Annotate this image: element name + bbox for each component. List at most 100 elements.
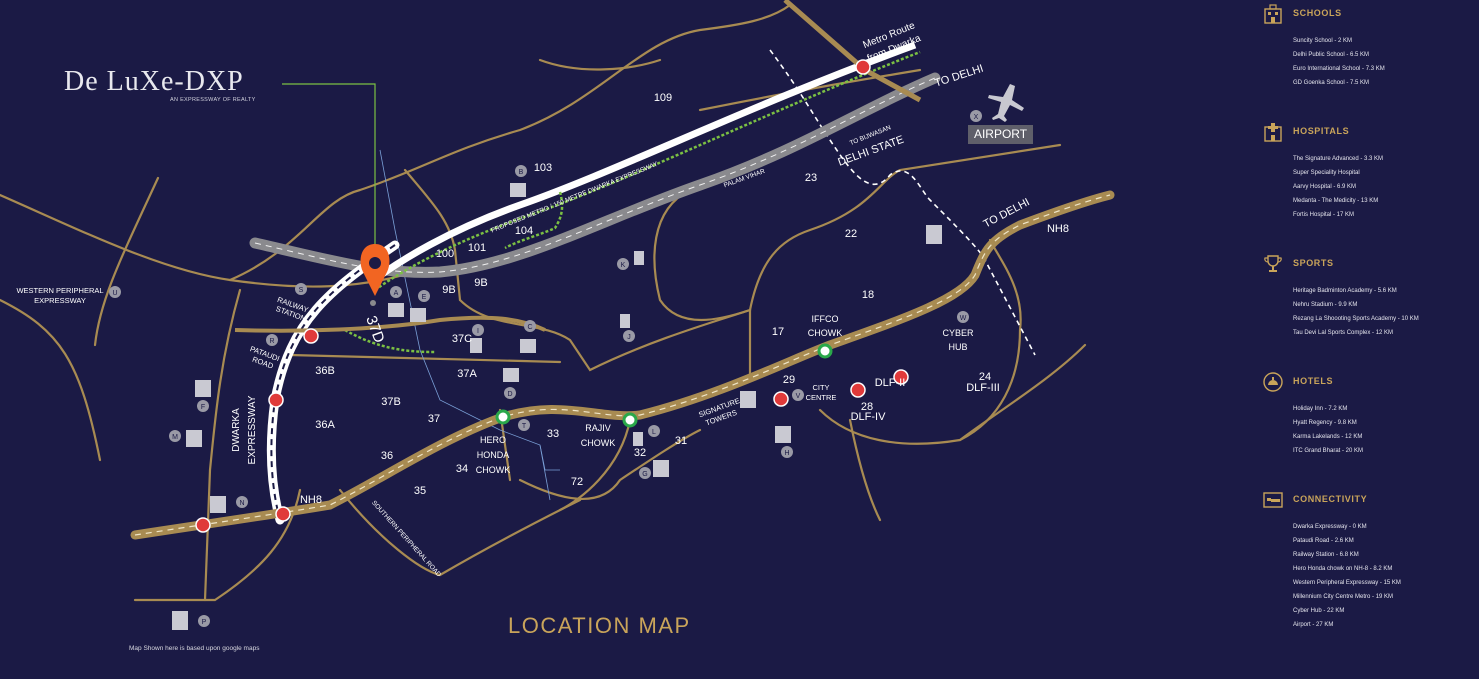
svg-text:F: F (201, 404, 205, 411)
svg-text:I: I (477, 328, 479, 335)
svg-text:29: 29 (783, 374, 795, 386)
legend-item: Suncity School - 2 KM (1293, 38, 1353, 44)
svg-text:DLF-IV: DLF-IV (851, 411, 887, 423)
svg-text:N: N (239, 500, 244, 507)
legend-item: Western Peripheral Expressway - 15 KM (1293, 580, 1401, 586)
legend-title-sports: SPORTS (1293, 258, 1334, 268)
svg-text:RAJIV: RAJIV (585, 423, 611, 433)
svg-text:IFFCO: IFFCO (812, 314, 839, 324)
school-building-icon (1264, 4, 1282, 24)
project-location-pin[interactable] (360, 244, 390, 306)
project-sector-label: 37D (362, 314, 387, 346)
place-labels: WESTERN PERIPHERAL EXPRESSWAY RAILWAY ST… (16, 20, 1069, 579)
svg-text:D: D (507, 391, 512, 398)
legend-title-schools: SCHOOLS (1293, 8, 1342, 18)
svg-text:22: 22 (845, 228, 857, 240)
legend-item: Medanta - The Medicity - 13 KM (1293, 198, 1379, 204)
legend-item: ITC Grand Bharat - 20 KM (1293, 448, 1364, 454)
svg-text:103: 103 (534, 162, 552, 174)
svg-text:M: M (172, 434, 178, 441)
legend-item: Aarvy Hospital - 6.9 KM (1293, 184, 1357, 190)
svg-text:R: R (269, 338, 274, 345)
svg-text:CENTRE: CENTRE (806, 393, 837, 402)
svg-text:36B: 36B (315, 365, 335, 377)
svg-text:DWARKA: DWARKA (231, 408, 242, 452)
legend-item: Euro International School - 7.3 KM (1293, 66, 1385, 72)
svg-text:HUB: HUB (948, 342, 967, 352)
pataudi-road (234, 315, 546, 333)
svg-text:CYBER: CYBER (942, 328, 974, 338)
svg-text:37A: 37A (457, 368, 477, 380)
airplane-icon (988, 84, 1024, 122)
legend-item: Rezang La Shoooting Sports Academy - 10 … (1293, 316, 1419, 322)
svg-text:NH8: NH8 (1047, 223, 1069, 235)
svg-text:U: U (112, 290, 117, 297)
delhi-state-border (769, 49, 1036, 356)
legend-title-hospitals: HOSPITALS (1293, 126, 1350, 136)
hospital-icon (1264, 123, 1282, 142)
legend-item: Pataudi Road - 2.6 KM (1293, 538, 1354, 544)
svg-text:36A: 36A (315, 419, 335, 431)
svg-text:18: 18 (862, 289, 874, 301)
svg-text:CITY: CITY (812, 383, 829, 392)
svg-text:HERO: HERO (480, 435, 506, 445)
legend-list-hotels: Holiday Inn - 7.2 KM Hyatt Regency - 9.8… (1293, 402, 1363, 458)
trophy-icon (1264, 255, 1282, 272)
svg-text:L: L (652, 429, 656, 436)
nh8-highway (130, 190, 1115, 540)
svg-text:EXPRESSWAY: EXPRESSWAY (34, 296, 86, 305)
svg-text:E: E (422, 294, 427, 301)
legend-item: Fortis Hospital - 17 KM (1293, 212, 1355, 218)
legend-item: Super Speciality Hospital (1293, 170, 1360, 176)
map-footnote: Map Shown here is based upon google maps (129, 645, 260, 652)
svg-text:101: 101 (468, 242, 486, 254)
airport-label: AIRPORT (968, 125, 1033, 144)
svg-text:DLF-II: DLF-II (875, 377, 906, 389)
svg-text:C: C (527, 324, 532, 331)
legend-item: Heritage Badminton Academy - 5.6 KM (1293, 288, 1397, 294)
svg-text:32: 32 (634, 447, 646, 459)
svg-text:CHOWK: CHOWK (476, 465, 511, 475)
svg-text:31: 31 (675, 435, 687, 447)
metro-stations (195, 59, 909, 533)
svg-text:P: P (202, 619, 207, 626)
marker-badges: B A E C I D K J S R U F M N P T G L H V … (109, 110, 982, 627)
svg-text:J: J (627, 334, 631, 341)
svg-text:37C: 37C (452, 333, 472, 345)
location-map-title: LOCATION MAP (508, 613, 691, 638)
svg-text:37B: 37B (381, 396, 401, 408)
legend-item: Railway Station - 6.8 KM (1293, 552, 1359, 558)
svg-text:CHOWK: CHOWK (581, 438, 616, 448)
svg-text:H: H (784, 450, 789, 457)
legend-item: Tau Devi Lal Sports Complex - 12 KM (1293, 330, 1394, 336)
sector-labels: 109 103 104 101 100 9B 9B 37C 37A 36B 36… (315, 92, 991, 497)
legend-title-connectivity: CONNECTIVITY (1293, 494, 1368, 504)
svg-text:X: X (974, 114, 979, 121)
legend-item: GD Goenka School - 7.5 KM (1293, 80, 1370, 86)
svg-text:9B: 9B (442, 284, 455, 296)
brand-tagline: AN EXPRESSWAY OF REALTY (170, 97, 256, 103)
legend-item: Delhi Public School - 6.5 KM (1293, 52, 1370, 58)
legend-item: Cyber Hub - 22 KM (1293, 608, 1345, 614)
legend-item: The Signature Advanced - 3.3 KM (1293, 156, 1384, 162)
legend-list-sports: Heritage Badminton Academy - 5.6 KM Nehr… (1293, 284, 1419, 340)
drain-lines (379, 149, 560, 501)
svg-text:35: 35 (414, 485, 426, 497)
svg-text:109: 109 (654, 92, 672, 104)
legend-item: Karma Lakelands - 12 KM (1293, 434, 1363, 440)
svg-text:CHOWK: CHOWK (808, 328, 843, 338)
svg-text:W: W (960, 315, 967, 322)
building-icons (172, 183, 942, 630)
svg-text:17: 17 (772, 326, 784, 338)
legend-item: Nehru Stadium - 9.9 KM (1293, 302, 1358, 308)
brand-logo: De LuXe-DXP (64, 66, 244, 97)
amenities-legend: SCHOOLS Suncity School - 2 KM Delhi Publ… (1262, 0, 1472, 679)
svg-text:DLF-III: DLF-III (966, 382, 1000, 394)
legend-title-hotels: HOTELS (1293, 376, 1334, 386)
legend-item: Hero Honda chowk on NH-8 - 8.2 KM (1293, 566, 1393, 572)
hotel-bell-icon (1263, 372, 1283, 392)
bed-icon (1263, 492, 1283, 508)
svg-text:24: 24 (979, 371, 991, 383)
legend-item: Millennium City Centre Metro - 19 KM (1293, 594, 1394, 600)
svg-text:A: A (394, 290, 399, 297)
